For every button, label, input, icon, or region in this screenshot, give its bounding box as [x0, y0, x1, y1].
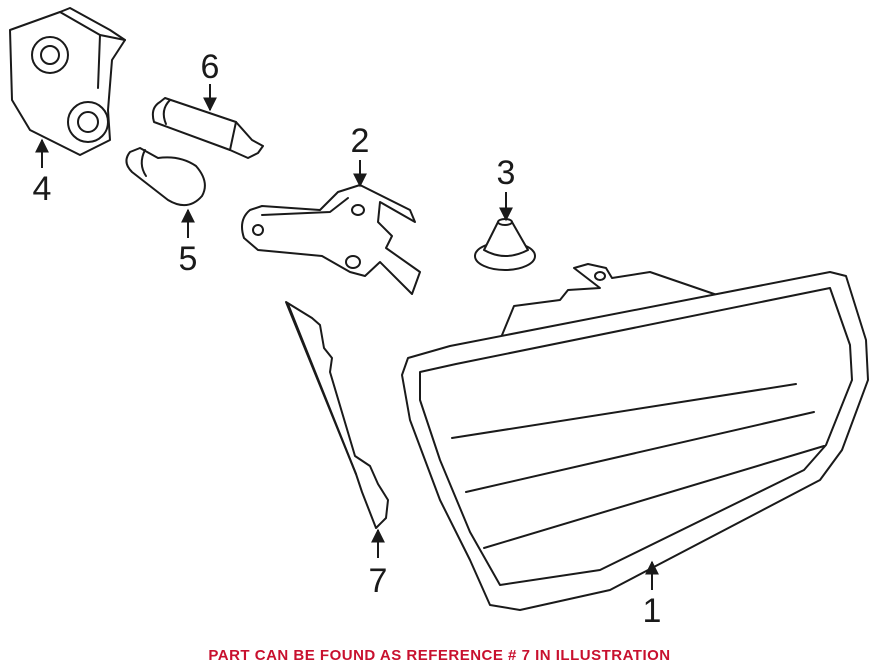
callout-number-2: 2 — [351, 122, 370, 160]
part-2-bracket — [241, 184, 421, 295]
part-5-bulb — [125, 147, 206, 207]
part-3-grommet — [474, 218, 536, 271]
callout-3: 3 — [497, 154, 516, 222]
reference-note: PART CAN BE FOUND AS REFERENCE # 7 IN IL… — [208, 647, 671, 664]
callout-6: 6 — [201, 48, 220, 112]
callout-2: 2 — [351, 122, 370, 188]
part-4-socket-housing — [9, 7, 126, 156]
part-6-festoon-bulb — [151, 97, 264, 159]
callout-number-1: 1 — [643, 592, 662, 630]
callout-number-5: 5 — [179, 240, 198, 278]
callout-number-4: 4 — [33, 170, 52, 208]
part-7-gasket — [285, 301, 389, 529]
callout-5: 5 — [179, 208, 198, 278]
callout-4: 4 — [33, 138, 52, 208]
callout-number-3: 3 — [497, 154, 516, 192]
part-1-tail-lamp — [401, 263, 869, 611]
callout-7: 7 — [369, 528, 388, 600]
callout-number-6: 6 — [201, 48, 220, 86]
callout-1: 1 — [643, 560, 662, 630]
callout-number-7: 7 — [369, 562, 388, 600]
